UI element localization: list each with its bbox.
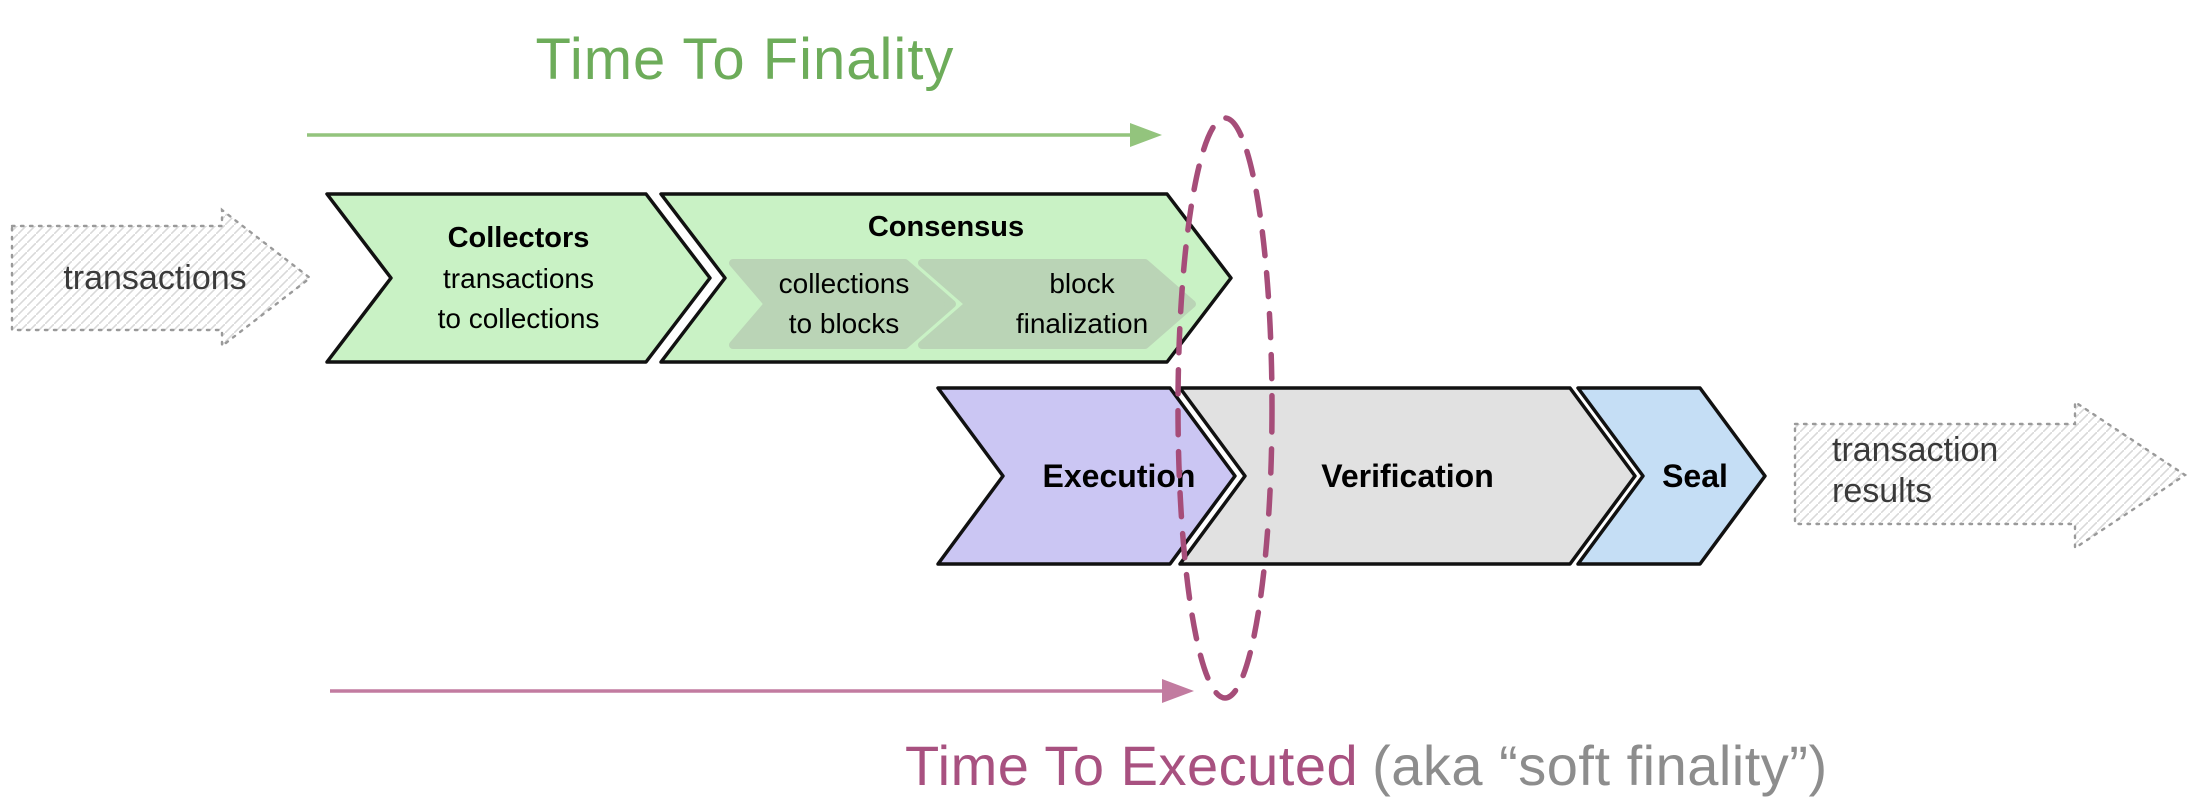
transaction-results-label: transaction results — [1832, 430, 2082, 512]
consensus-title-label: Consensus — [725, 204, 1167, 250]
finality-arrowhead-icon — [1130, 123, 1162, 147]
time-to-executed-title: Time To Executed — [905, 734, 1359, 797]
execution-label: Execution — [1042, 457, 1196, 494]
consensus-step2-line1: block — [1049, 268, 1115, 299]
collectors-chevron — [325, 192, 712, 364]
time-to-finality-title: Time To Finality — [535, 27, 955, 92]
soft-finality-note: (aka “soft finality”) — [1372, 734, 1828, 797]
transaction-results-line1: transaction — [1832, 431, 1999, 469]
execution-chevron — [936, 386, 1237, 566]
transaction-results-line2: results — [1832, 472, 1933, 510]
transactions-input-label: transactions — [63, 258, 247, 297]
consensus-step2-label: block finalization — [972, 262, 1192, 346]
consensus-step1-chevron — [729, 259, 956, 349]
consensus-step1-label: collections to blocks — [735, 262, 953, 346]
verification-label: Verification — [1321, 457, 1494, 494]
consensus-step2-line2: finalization — [1015, 308, 1149, 339]
collectors-label: Collectors transactions to collections — [391, 200, 646, 356]
collectors-title: Collectors — [447, 222, 590, 254]
collectors-subtitle-line1: transactions — [443, 263, 594, 294]
executed-arrow — [330, 679, 1194, 703]
consensus-step2-chevron — [918, 259, 1196, 349]
transactions-input-arrow-icon — [10, 207, 312, 349]
transaction-results-output-arrow-icon — [1793, 399, 2188, 551]
seal-label: Seal — [1662, 457, 1728, 494]
time-to-executed-caption: Time To Executed(aka “soft finality”) — [905, 733, 1828, 798]
finality-arrow — [307, 123, 1162, 147]
consensus-title: Consensus — [867, 211, 1025, 243]
executed-arrowhead-icon — [1162, 679, 1194, 703]
seal-chevron — [1576, 386, 1767, 566]
collectors-subtitle-line2: to collections — [437, 303, 600, 334]
consensus-step1-line2: to blocks — [788, 308, 900, 339]
consensus-step1-line1: collections — [778, 268, 910, 299]
